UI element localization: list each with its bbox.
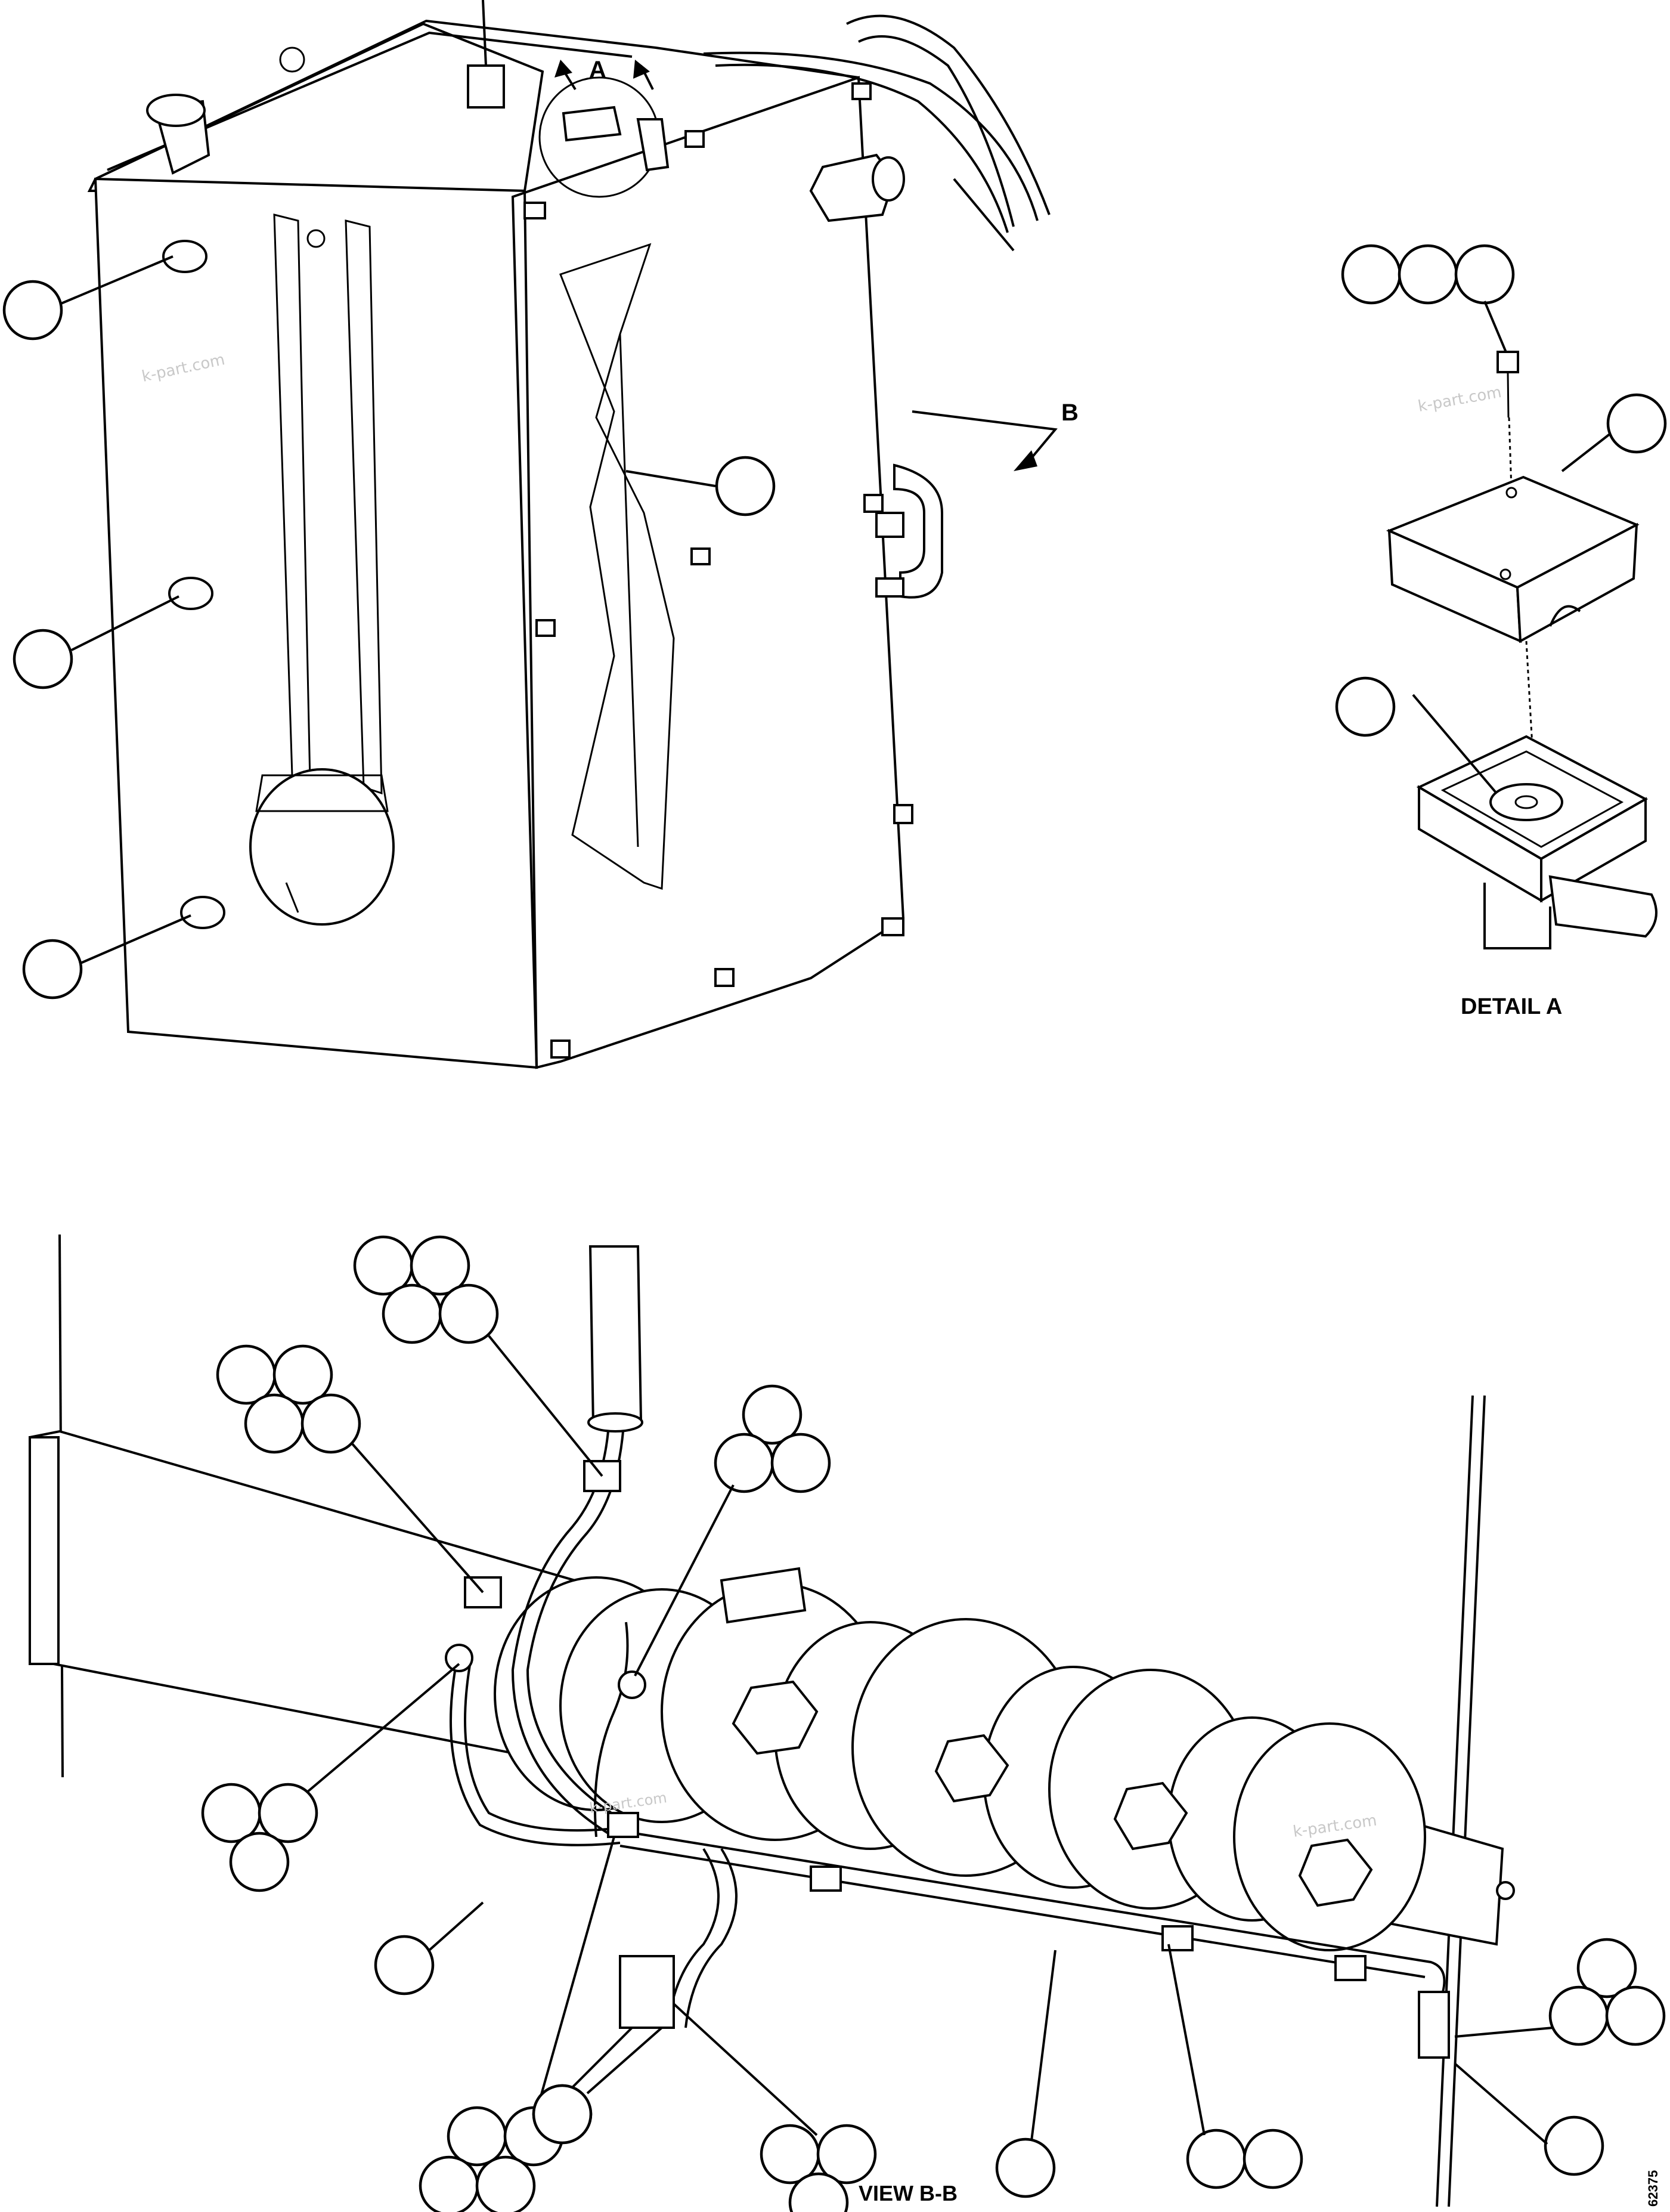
fitting-upper-icon bbox=[162, 240, 207, 273]
vertical-tube bbox=[588, 1245, 643, 1427]
cable-clamp bbox=[607, 1812, 639, 1838]
screw-icon bbox=[1497, 351, 1519, 373]
view-arrow-b-label: B bbox=[1061, 400, 1079, 426]
callout-bubble bbox=[410, 1235, 470, 1296]
cable-a bbox=[511, 1431, 615, 1838]
bolt-head-icon bbox=[934, 1734, 1009, 1803]
view-arrow-a-right-icon bbox=[633, 60, 650, 79]
callout-bubble bbox=[995, 2137, 1056, 2198]
pulley-stack bbox=[494, 1576, 1426, 1951]
callout-bubble bbox=[22, 939, 83, 1000]
watermark-text: k-part.com bbox=[1417, 383, 1503, 416]
callout-bubble bbox=[1605, 1985, 1666, 2046]
access-cover bbox=[249, 768, 395, 926]
callout-bubble bbox=[419, 2155, 479, 2212]
callout-bubble bbox=[770, 1433, 831, 1493]
cable-clamp bbox=[1161, 1925, 1194, 1951]
gauge-rail-right bbox=[345, 219, 383, 795]
callout-bubble bbox=[1454, 244, 1515, 305]
callout-bubble bbox=[382, 1283, 442, 1344]
callout-bubble bbox=[532, 2084, 593, 2145]
callout-bubble bbox=[475, 2155, 536, 2212]
callout-bubble bbox=[1341, 244, 1402, 305]
switch-mechanism-icon bbox=[1489, 783, 1563, 821]
callout-bubble bbox=[1544, 2115, 1604, 2176]
rail-bolt-icon bbox=[306, 229, 326, 248]
terminal-block bbox=[1418, 1991, 1450, 2059]
callout-bubble bbox=[788, 2172, 849, 2212]
switch-cover-small bbox=[562, 106, 622, 142]
cable-clamp bbox=[464, 1576, 502, 1608]
view-arrow-a-left-icon bbox=[554, 60, 572, 78]
callout-bubble bbox=[229, 1832, 290, 1892]
terminal-nut-icon bbox=[618, 1670, 646, 1699]
callout-bubble bbox=[300, 1393, 361, 1454]
callout-bubble bbox=[1548, 1985, 1609, 2046]
callout-bubble bbox=[1576, 1938, 1637, 1998]
callout-bubble bbox=[258, 1783, 318, 1843]
terminal-block bbox=[619, 1955, 675, 2029]
tank-side-panel-left bbox=[94, 177, 538, 1069]
cable-clamp bbox=[810, 1865, 842, 1892]
view-b-b: k-part.com k-part.com VIEW B-B 62375 bbox=[29, 1234, 1666, 2212]
filler-cap-icon bbox=[146, 94, 206, 127]
callout-bubble bbox=[715, 456, 776, 516]
callout-bubble bbox=[742, 1384, 803, 1445]
drawing-number: 62375 bbox=[1646, 2170, 1660, 2207]
view-arrow-a-label: A bbox=[589, 57, 606, 83]
hose-upper bbox=[703, 51, 1039, 221]
detail-a-caption: DETAIL A bbox=[1461, 994, 1562, 1019]
tank-assembly: A B k-part.com bbox=[2, 0, 1079, 1069]
fitting-lower-icon bbox=[180, 896, 225, 929]
callout-bubble bbox=[1606, 393, 1667, 454]
breather-icon bbox=[467, 64, 505, 109]
callout-bubble bbox=[447, 2106, 507, 2167]
callout-bubble bbox=[1243, 2129, 1303, 2189]
callout-bubble bbox=[2, 280, 63, 341]
callout-bubble bbox=[1398, 244, 1458, 305]
view-arrow-b-icon bbox=[1014, 450, 1037, 471]
detail-a: DETAIL A k-part.com bbox=[1335, 244, 1667, 1019]
callout-bubble bbox=[816, 2124, 877, 2185]
callout-bubble bbox=[272, 1344, 333, 1405]
callout-bubble bbox=[714, 1433, 774, 1493]
callout-bubble bbox=[438, 1283, 499, 1344]
callout-bubble bbox=[244, 1393, 305, 1454]
sensor-connector bbox=[720, 1567, 807, 1624]
view-bb-caption: VIEW B-B bbox=[859, 2181, 958, 2205]
cable-clamp bbox=[1334, 1955, 1367, 1981]
callout-bubble bbox=[374, 1935, 435, 1996]
tank-side-panel-right bbox=[511, 76, 905, 1069]
callout-bubble bbox=[1335, 676, 1396, 737]
terminal-nut-icon bbox=[445, 1644, 473, 1672]
callout-bubble bbox=[1186, 2129, 1247, 2189]
bolt-head-icon bbox=[732, 1680, 819, 1755]
fitting-middle-icon bbox=[168, 577, 213, 610]
callout-bubble bbox=[13, 629, 73, 689]
bolt-head-icon bbox=[1113, 1781, 1188, 1851]
bolt-head-icon bbox=[1298, 1838, 1373, 1907]
